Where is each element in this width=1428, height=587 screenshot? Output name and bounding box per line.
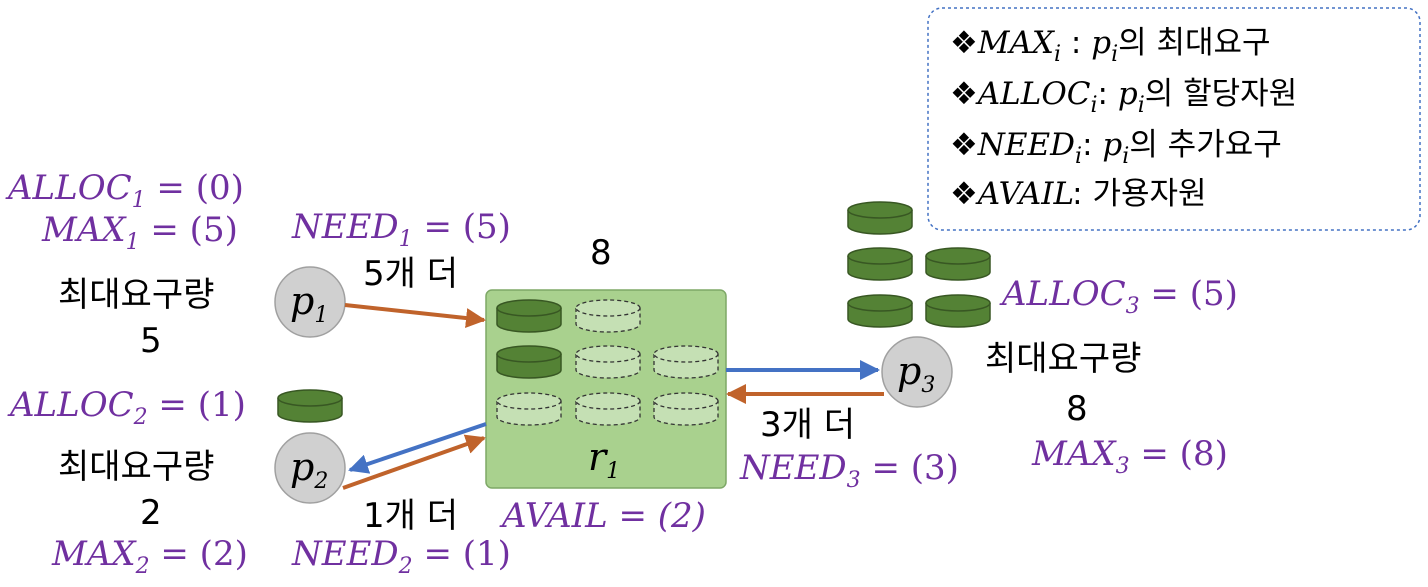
resource-unit-icon [575, 392, 641, 426]
legend-item-max: ❖MAXi : pi의 최대요구 [950, 25, 1271, 67]
p1-alloc-label: ALLOC1 = (0) [5, 168, 244, 213]
p3-max-demand-value: 8 [1066, 389, 1088, 429]
svg-text:p1: p1 [290, 279, 328, 328]
p2-max-label: MAX2 = (2) [51, 534, 248, 579]
p2-max-demand-value: 2 [140, 493, 162, 533]
p2-allocated-unit [277, 389, 343, 423]
resource-unit-icon [575, 299, 641, 333]
p3-max-demand-label: 최대요구량 [985, 339, 1141, 379]
legend: ❖MAXi : pi의 최대요구 ❖ALLOCi: pi의 할당자원 ❖NEED… [950, 25, 1297, 212]
resource-unit-icon [575, 345, 641, 379]
resource-unit-icon [496, 299, 562, 333]
legend-item-alloc: ❖ALLOCi: pi의 할당자원 [950, 76, 1297, 118]
p2-alloc-label: ALLOC2 = (1) [7, 385, 246, 430]
resource-unit-icon [496, 392, 562, 426]
p1-request-label: 5개 더 [363, 254, 458, 294]
p2-request-label: 1개 더 [363, 496, 458, 536]
assign-arrow-p2 [348, 422, 487, 474]
request-arrow-p1 [344, 303, 486, 329]
process-node-p3: p3 [881, 336, 953, 408]
avail-label: AVAIL = (2) [499, 496, 706, 536]
p3-request-label: 3개 더 [760, 405, 855, 445]
p3-alloc-label: ALLOC3 = (5) [999, 274, 1238, 319]
p2-need-label: NEED2 = (1) [291, 534, 511, 579]
p3-need-label: NEED3 = (3) [739, 448, 959, 493]
p2-max-demand-label: 최대요구량 [58, 447, 214, 487]
legend-box [927, 7, 1421, 231]
process-node-p1: p1 [274, 266, 346, 338]
resource-name: r1 [588, 435, 620, 484]
diamond-bullet-icon: ❖ [950, 127, 978, 163]
p3-max-label: MAX3 = (8) [1031, 434, 1228, 479]
legend-item-need: ❖NEEDi: pi의 추가요구 [950, 127, 1282, 169]
p1-max-demand-value: 5 [140, 321, 162, 361]
resource-unit-icon [653, 392, 719, 426]
resource-total-label: 8 [590, 233, 612, 273]
p1-max-demand-label: 최대요구량 [58, 275, 214, 315]
p1-need-label: NEED1 = (5) [291, 207, 511, 252]
request-arrow-p2 [342, 434, 486, 490]
resource-unit-icon [496, 345, 562, 379]
svg-text:p2: p2 [290, 445, 328, 494]
legend-item-avail: ❖AVAIL: 가용자원 [950, 176, 1207, 212]
svg-text:p3: p3 [897, 349, 935, 398]
diamond-bullet-icon: ❖ [950, 25, 978, 61]
diamond-bullet-icon: ❖ [950, 176, 978, 212]
diamond-bullet-icon: ❖ [950, 76, 978, 112]
process-node-p2: p2 [274, 432, 346, 504]
resource-unit-icon [653, 345, 719, 379]
p1-max-label: MAX1 = (5) [41, 210, 238, 255]
